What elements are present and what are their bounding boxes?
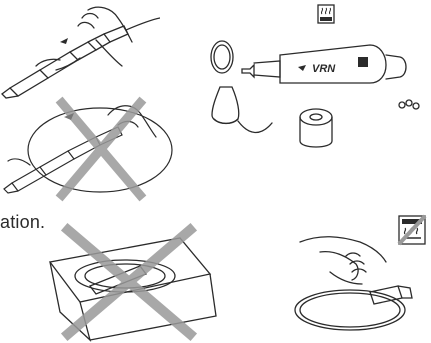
illustration-connect-handpiece (1, 6, 160, 99)
caption-text: ation. (0, 212, 46, 232)
thermal-disinfection-icon (317, 4, 335, 24)
illustration-wrong-immersion (48, 222, 217, 343)
illustration-wipe-hose (294, 236, 413, 331)
illustration-handpiece-parts: VRN (210, 40, 420, 148)
handpiece-logo: VRN (312, 63, 336, 75)
sterilization-icon (397, 214, 427, 246)
illustration-wrong-disconnect (3, 96, 173, 202)
